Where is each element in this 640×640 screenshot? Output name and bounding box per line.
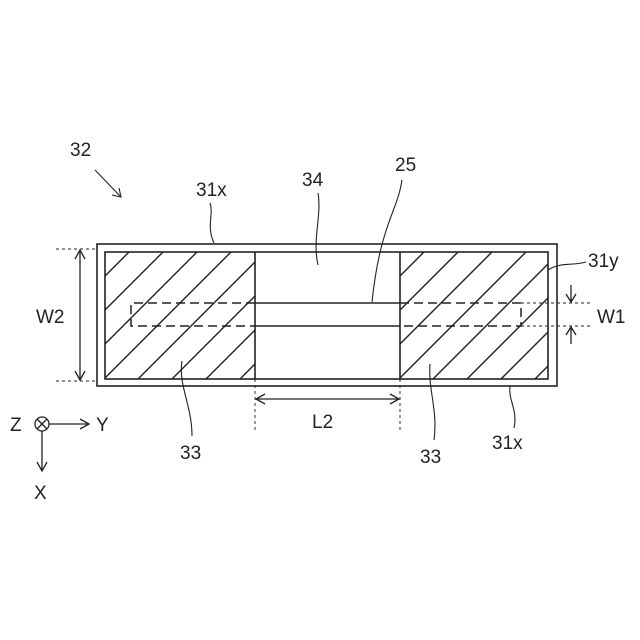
hatch-right — [263, 252, 640, 379]
label-33-left: 33 — [180, 443, 201, 464]
element-25-dashed-right — [400, 303, 521, 326]
hatch-line — [70, 252, 197, 379]
hatch-line — [206, 252, 333, 379]
axis-label-y: Y — [96, 415, 109, 436]
hatch-line — [331, 252, 458, 379]
hatch-line — [138, 252, 265, 379]
leader-33-left — [181, 361, 192, 436]
axis-label-z: Z — [10, 415, 22, 436]
label-31y: 31y — [588, 251, 619, 272]
label-34: 34 — [302, 170, 324, 191]
hatch-line — [240, 252, 367, 379]
hatch-line — [297, 252, 424, 379]
label-l2: L2 — [312, 412, 333, 433]
label-w2: W2 — [36, 307, 65, 328]
hatch-line — [263, 252, 390, 379]
label-25: 25 — [395, 155, 416, 176]
hatch-line — [2, 252, 129, 379]
axis-label-x: X — [34, 483, 47, 504]
hatch-line — [433, 252, 560, 379]
hatch-line — [399, 252, 526, 379]
label-33-right: 33 — [420, 447, 441, 468]
hatch-line — [365, 252, 492, 379]
hatch-line — [104, 252, 231, 379]
outer-frame — [97, 244, 557, 386]
leader-32-arrow-shaft — [95, 170, 120, 196]
label-31x-top: 31x — [196, 180, 227, 201]
leader-34 — [316, 193, 319, 265]
leader-31x-top — [210, 203, 214, 243]
hatch-line — [467, 252, 594, 379]
inner-frame — [105, 252, 548, 379]
label-32: 32 — [70, 140, 91, 161]
leader-33-right — [430, 364, 435, 440]
leader-31y — [548, 262, 586, 270]
label-w1: W1 — [597, 307, 626, 328]
hatch-line — [172, 252, 299, 379]
leader-31x-bottom — [510, 386, 515, 428]
leader-25 — [372, 180, 402, 302]
label-31x-bottom: 31x — [492, 433, 523, 454]
